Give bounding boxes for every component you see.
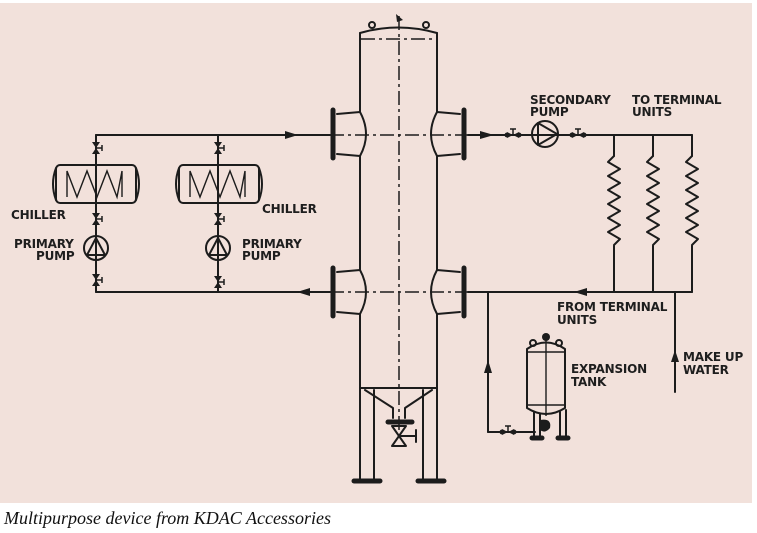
coil-icon [189,169,246,200]
valve-icon [498,425,518,436]
terminal-coil-1 [607,134,621,293]
make-up-water-label-1: MAKE UP [683,350,743,364]
chiller-left [52,164,140,204]
terminal-units [607,134,699,293]
to-terminal-label-1: TO TERMINAL [632,93,722,107]
flow-arrow-icon [297,288,310,296]
primary-pump-right-label-1: PRIMARY [242,237,302,251]
flow-arrow-icon [285,131,298,139]
primary-pump-left-label-2: PUMP [36,249,75,263]
supply-header-pipe [95,131,331,139]
chiller-right-label: CHILLER [262,202,317,216]
figure-caption: Multipurpose device from KDAC Accessorie… [4,508,331,528]
valve-icon [91,141,103,155]
secondary-pump-label-1: SECONDARY [530,93,611,107]
return-header-pipe [95,288,331,296]
chiller-right [175,164,263,204]
from-terminal-label-1: FROM TERMINAL [557,300,668,314]
make-up-water-label-2: WATER [683,363,729,377]
flow-arrow-icon [671,350,679,362]
drain-valve-icon [391,425,417,447]
primary-pump-left [83,235,109,261]
valve-icon [503,128,523,139]
flow-arrow-icon [480,131,494,139]
multipurpose-vessel [330,14,470,484]
expansion-tank-label-2: TANK [571,375,607,389]
expansion-tank [526,333,571,441]
coil-icon [66,169,123,200]
terminal-coil-3 [685,134,699,293]
diagram-panel [0,3,752,503]
valve-icon [568,128,588,139]
terminal-coil-2 [646,134,660,293]
valve-icon [91,273,103,287]
primary-pump-right-label-2: PUMP [242,249,281,263]
valve-icon [213,275,225,289]
expansion-tank-branch [484,291,571,441]
from-terminal-label-2: UNITS [557,313,597,327]
primary-pump-left-label-1: PRIMARY [14,237,74,251]
secondary-pump [531,120,559,148]
valve-icon [91,212,103,226]
valve-icon [213,141,225,155]
flow-arrow-icon [574,288,587,296]
secondary-return-pipe [467,288,693,296]
valve-icon [213,212,225,226]
primary-pump-right [205,235,231,261]
make-up-water-pipe [671,291,679,393]
chiller-left-label: CHILLER [11,208,66,222]
secondary-pump-label-2: PUMP [530,105,569,119]
expansion-tank-label-1: EXPANSION [571,362,647,376]
flow-arrow-icon [484,360,492,373]
chiller-branch-left [52,134,140,293]
to-terminal-label-2: UNITS [632,105,672,119]
chiller-branch-right [175,134,263,293]
